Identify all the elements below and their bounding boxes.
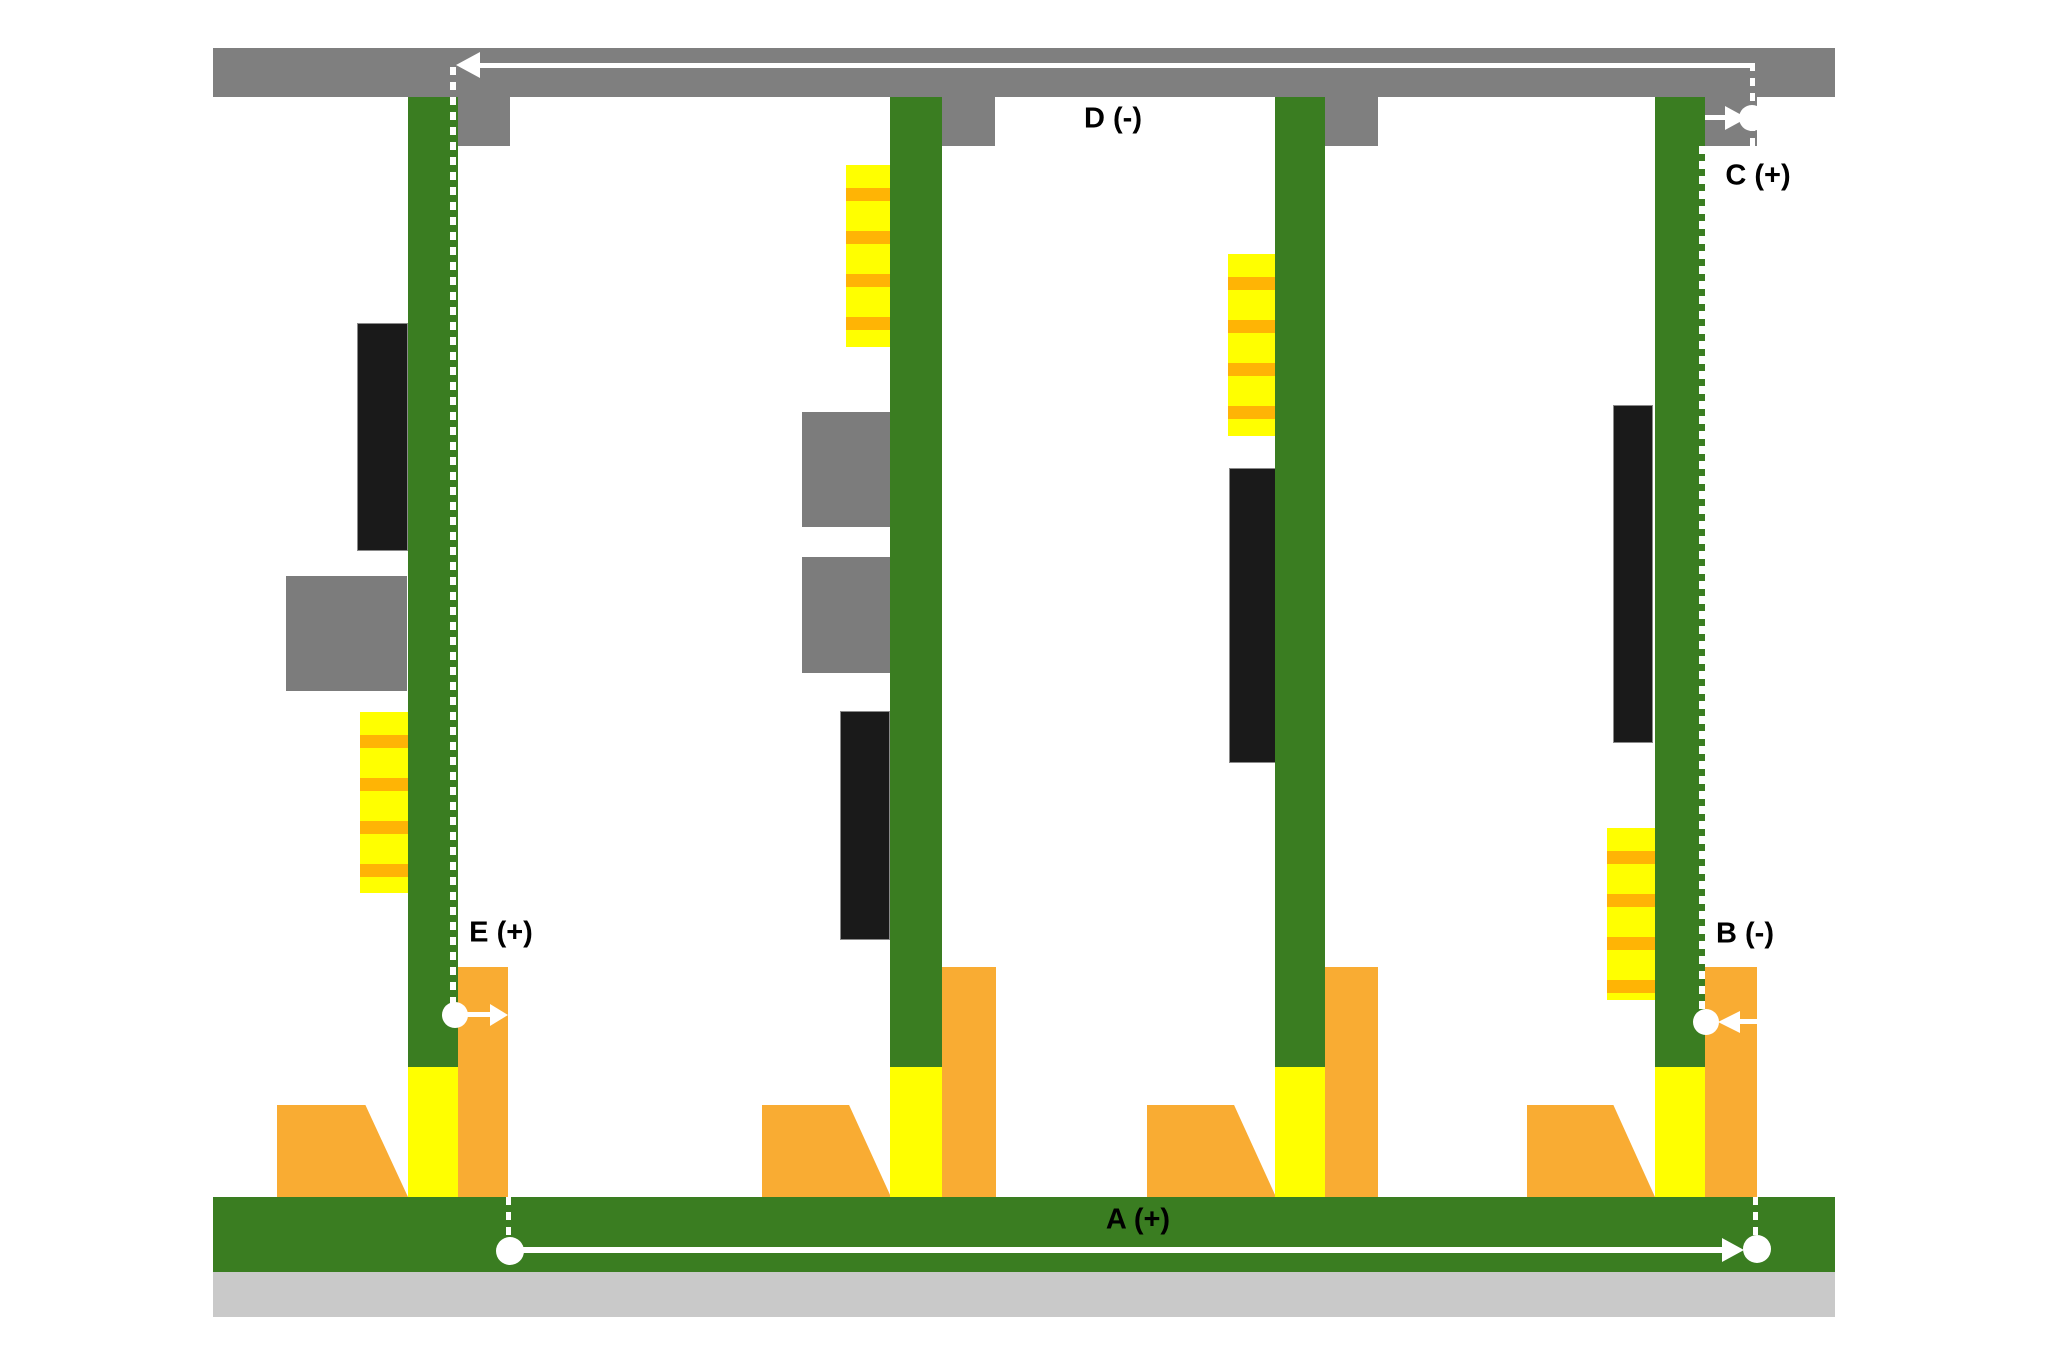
rail-bracket-2 [942,97,995,146]
plant2-leaf-panel-black [840,711,890,940]
arrow-line-e [466,1012,490,1017]
top-rail [213,48,1835,97]
plant2-stem [890,97,942,1067]
plant1-fruit-cluster [360,712,408,893]
plant1-leaf-panel-black [357,323,408,551]
plant3-stem [1275,97,1325,1067]
electrode-dot-a-left [496,1237,524,1265]
plant2-fruit-cluster [846,165,890,347]
plant4-stake [1705,967,1757,1197]
arrow-line-c [1705,115,1725,120]
electrode-c-label: C (+) [1725,159,1791,192]
plant4-leaf-panel-black [1613,405,1653,743]
dashed-probe-b [1699,146,1705,1022]
dashed-drop-a-right [1753,1197,1758,1235]
plant2-stake [942,967,996,1197]
arrow-line-b [1740,1019,1757,1024]
plant4-root-block [1527,1105,1655,1197]
plant2-leaf-panel-gray-1 [802,412,890,527]
arrowhead-b-icon [1718,1011,1740,1033]
plant3-root-block [1147,1105,1276,1197]
electrode-dot-a-right [1743,1235,1771,1263]
electrode-dot-e [442,1002,468,1028]
dashed-drop-c [1750,63,1755,146]
measurement-line-d [480,63,1752,68]
plant3-fruit-cluster [1228,254,1275,436]
plant1-stem-base [408,1067,458,1197]
arrowhead-d-left-icon [456,52,480,78]
electrode-d-label: D (-) [1084,102,1142,135]
electrode-dot-b [1693,1009,1719,1035]
rail-bracket-1 [458,97,510,146]
plant3-stake [1325,967,1378,1197]
dashed-probe-e [450,67,456,1015]
ground-bar [213,1272,1835,1317]
dashed-drop-a-left [506,1197,511,1239]
electrode-b-label: B (-) [1716,917,1774,950]
plant1-stake [458,967,508,1197]
measurement-line-a [522,1247,1722,1253]
rail-bracket-3 [1325,97,1378,146]
plant3-stem-base [1275,1067,1325,1197]
plant2-stem-base [890,1067,942,1197]
plant2-root-block [762,1105,891,1197]
electrode-a-label: A (+) [1105,1203,1171,1236]
electrode-dot-c [1739,105,1765,131]
electrode-e-label: E (+) [469,916,533,949]
plant1-stem [408,97,458,1067]
plant3-leaf-panel-black [1229,468,1276,763]
plant2-leaf-panel-gray-2 [802,557,890,673]
plant4-stem [1655,97,1705,1067]
plant4-fruit-cluster [1607,828,1655,1000]
plant1-root-block [277,1105,408,1197]
plant4-stem-base [1655,1067,1705,1197]
soil-gutter-bar [213,1197,1835,1272]
plant1-leaf-panel-gray [286,576,407,691]
arrowhead-a-icon [1722,1238,1744,1262]
arrowhead-e-icon [490,1004,508,1026]
